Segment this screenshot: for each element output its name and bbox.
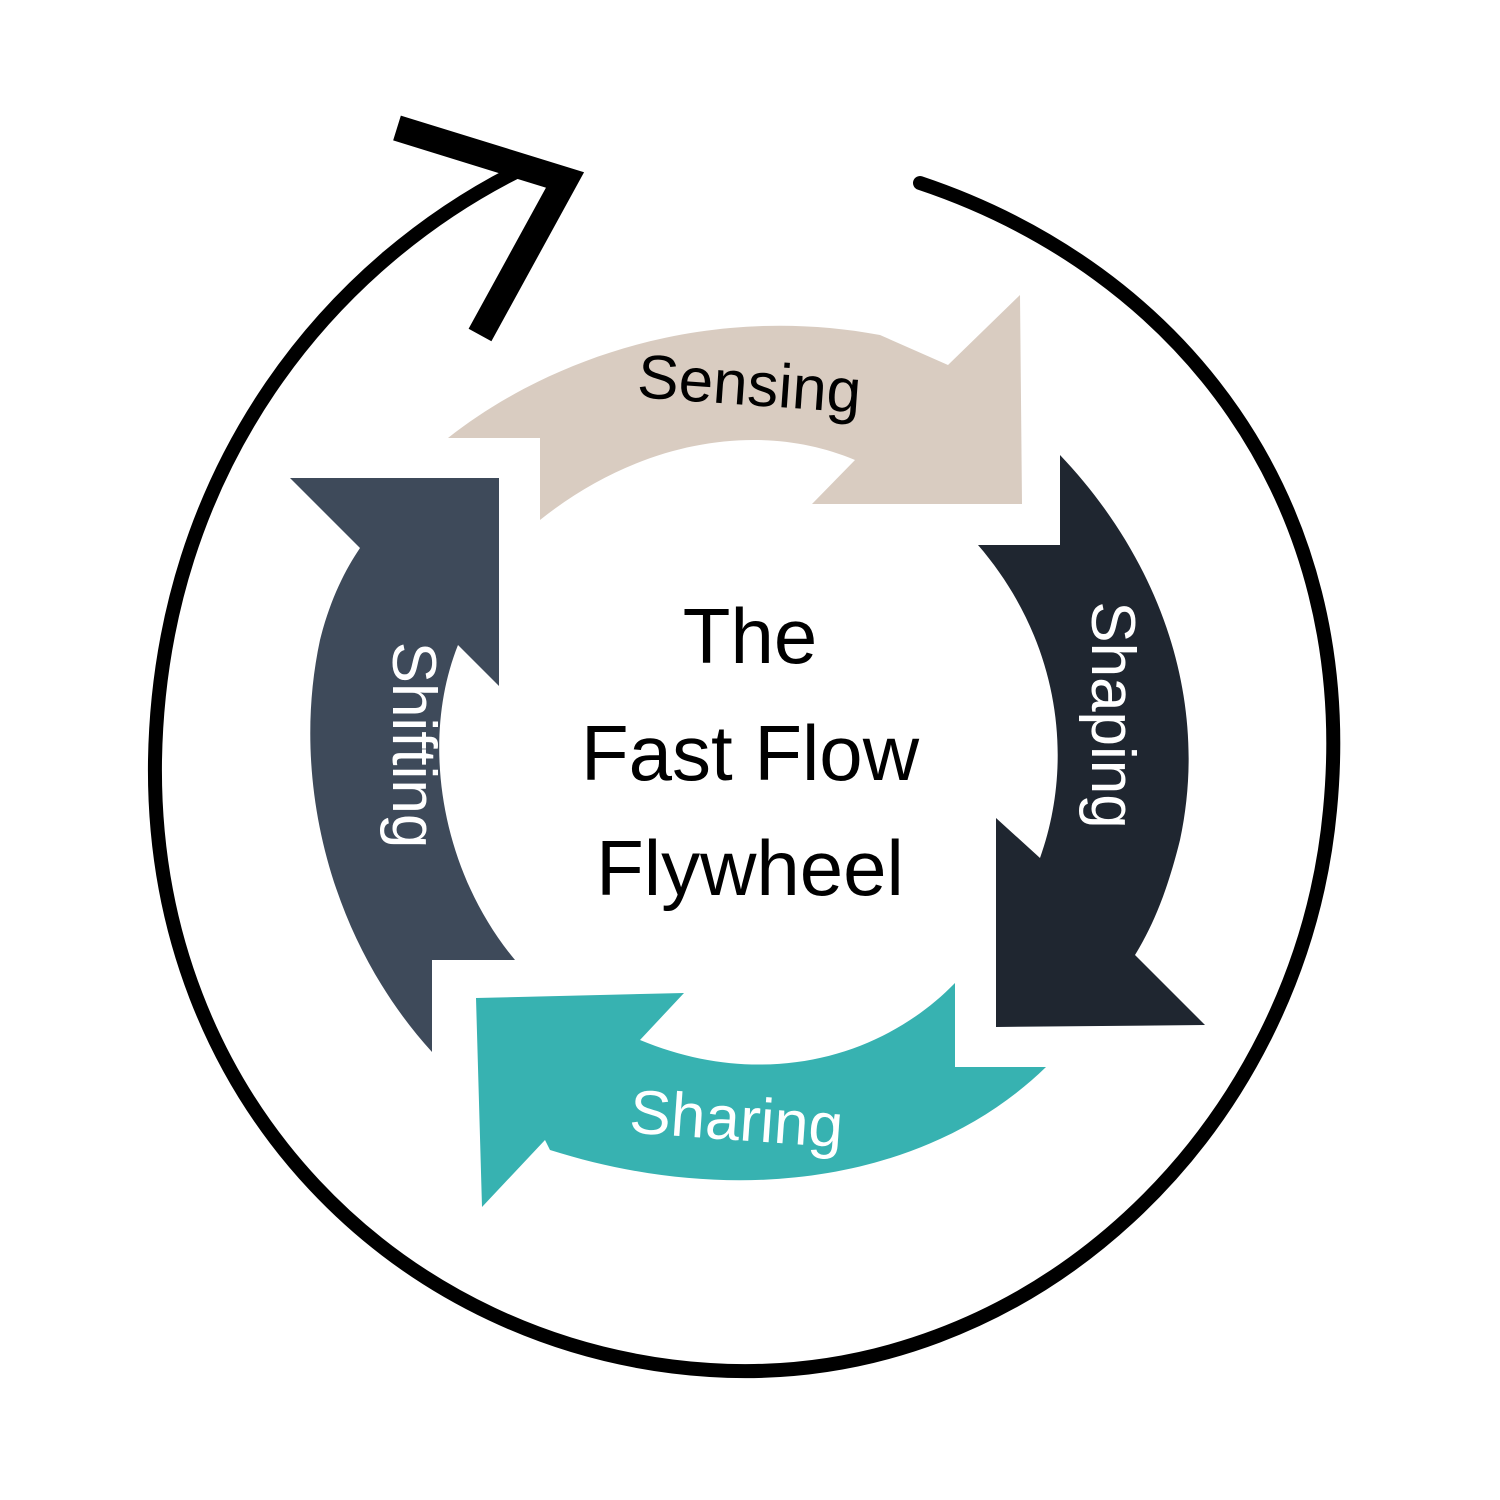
- title-line-2: Fast Flow: [581, 709, 920, 797]
- outer-ring-thin-tail: [918, 181, 1102, 277]
- sharing-label: Sharing: [627, 1078, 845, 1162]
- shaping-arrow: [978, 455, 1205, 1027]
- sensing-arrow: [448, 295, 1022, 520]
- sensing-label: Sensing: [635, 342, 863, 426]
- title-line-1: The: [683, 592, 817, 680]
- outer-ring: [147, 158, 1341, 1379]
- center-title: The Fast Flow Flywheel: [581, 592, 920, 912]
- rotation-arrow-icon: [147, 115, 1341, 1379]
- shifting-label: Shifting: [379, 642, 448, 849]
- sharing-arrow: [476, 983, 1046, 1207]
- shifting-arrow: [290, 478, 515, 1052]
- title-line-3: Flywheel: [596, 824, 904, 912]
- outer-ring-arrowhead: [393, 115, 585, 342]
- shaping-label: Shaping: [1078, 601, 1147, 829]
